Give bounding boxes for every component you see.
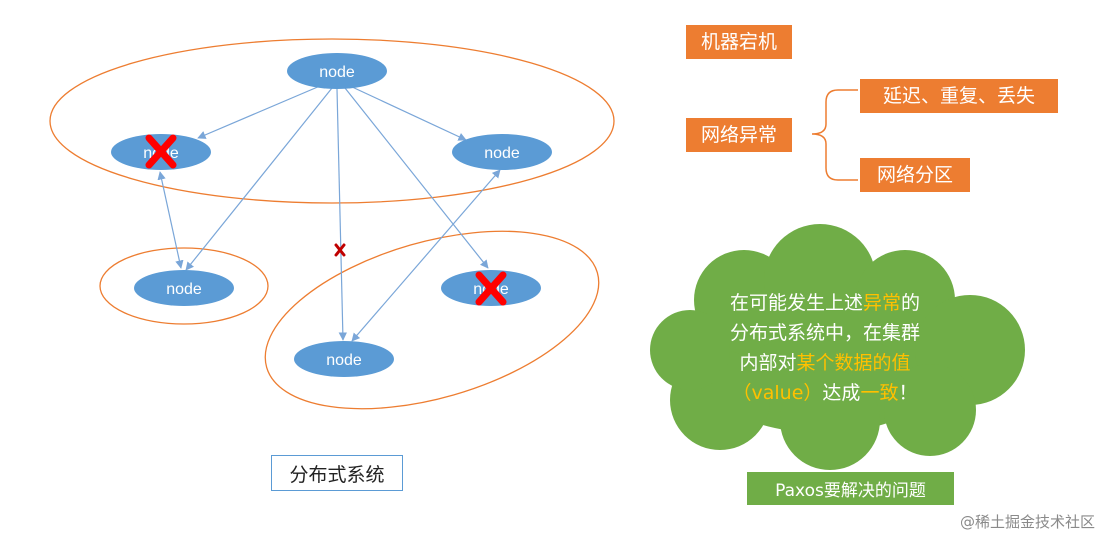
arrow-left-mid-bidir — [157, 171, 184, 269]
paxos-problem-label: Paxos要解决的问题 — [747, 472, 954, 505]
svg-text:node: node — [484, 145, 520, 162]
arrow-bottom-right-bidir — [351, 169, 501, 342]
message-arrows — [157, 85, 501, 342]
node-right: node — [452, 134, 552, 170]
cloud-text: 在可能发生上述异常的 分布式系统中，在集群 内部对某个数据的值 （value）达… — [729, 292, 921, 404]
network-partition-label: 网络分区 — [860, 158, 970, 192]
nodes: node node node node node node — [111, 53, 552, 377]
node-mid-left: node — [134, 270, 234, 306]
arrow-top-to-left — [197, 85, 321, 139]
partition-top-ellipse — [49, 38, 615, 204]
svg-text:node: node — [326, 352, 362, 369]
svg-text:node: node — [166, 281, 202, 298]
arrow-top-to-mid — [185, 87, 333, 271]
arrow-top-to-right — [349, 85, 467, 141]
failure-x-icon-left — [145, 134, 177, 169]
svg-text:node: node — [319, 64, 355, 81]
arrow-top-to-br — [344, 87, 489, 269]
failure-x-icon-bottom-right — [475, 271, 507, 306]
network-anomaly-label: 网络异常 — [686, 118, 792, 152]
brace-icon — [811, 89, 858, 181]
machine-down-label: 机器宕机 — [686, 25, 792, 59]
arrow-top-to-bottom — [336, 88, 348, 341]
delay-duplicate-loss-label: 延迟、重复、丢失 — [860, 79, 1058, 113]
diagram-caption: 分布式系统 — [271, 455, 403, 491]
partition-left-ellipse — [99, 247, 269, 325]
node-top: node — [287, 53, 387, 89]
message-lost-x-icon — [334, 243, 346, 257]
cloud-shape — [650, 224, 1025, 470]
partition-right-ellipse — [264, 230, 600, 410]
watermark: @稀土掘金技术社区 — [959, 513, 1095, 531]
node-bottom: node — [294, 341, 394, 377]
